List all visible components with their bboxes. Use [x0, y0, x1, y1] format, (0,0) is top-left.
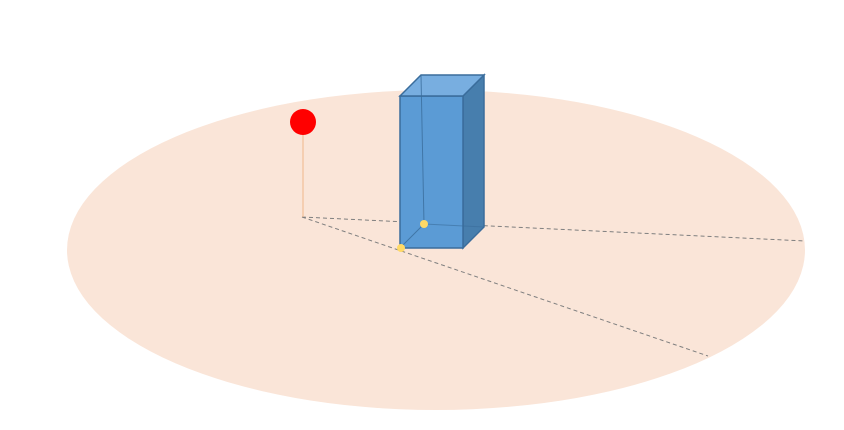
ground-ellipse: [67, 90, 805, 410]
box-front-face: [399, 95, 464, 249]
box-hidden-edge-diagonal: [399, 223, 425, 249]
box-hidden-edge-vertical: [420, 74, 425, 225]
box-side-face: [462, 73, 485, 250]
box-hidden-edge-back: [423, 223, 485, 228]
shadow-line-lower: [301, 216, 709, 357]
contact-point-front: [397, 244, 405, 252]
point-light-icon: [290, 109, 316, 135]
contact-point-back: [420, 220, 428, 228]
